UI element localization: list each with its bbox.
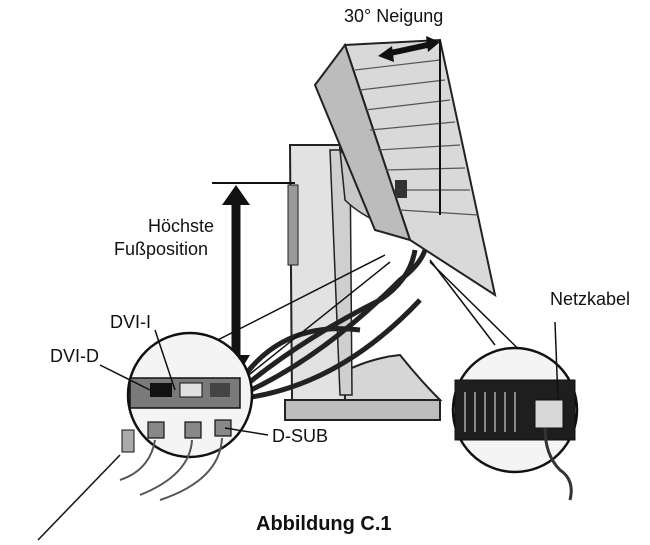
- monitor-panel: [313, 38, 497, 298]
- dvi-d-label: DVI-D: [50, 346, 99, 366]
- connector-pointers: [99, 329, 269, 436]
- power-pointer: [554, 321, 559, 401]
- tilt-label: 30° Neigung: [344, 6, 443, 26]
- power-connector-detail: [451, 346, 579, 501]
- d-sub-label: D-SUB: [272, 426, 328, 446]
- connector-detail: [119, 331, 254, 501]
- height-label-line1: Höchste: [148, 216, 214, 236]
- tilt-arrow: [378, 36, 440, 62]
- dvi-i-label: DVI-I: [110, 312, 151, 332]
- height-label-line2: Fußposition: [114, 239, 208, 259]
- power-cable-label: Netzkabel: [550, 289, 630, 309]
- figure-caption: Abbildung C.1: [256, 513, 392, 535]
- pointer-line: [37, 454, 121, 541]
